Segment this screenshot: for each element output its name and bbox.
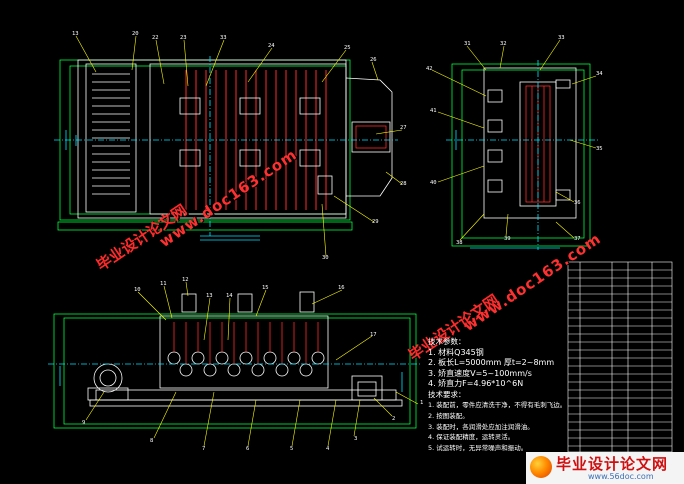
callout-label: 20 xyxy=(132,31,139,37)
notes-line: 3. 矫直速度V=5~100mm/s xyxy=(428,368,532,378)
callout-label: 23 xyxy=(180,35,187,41)
callout-label: 30 xyxy=(322,255,329,261)
callout-label: 31 xyxy=(464,41,471,47)
notes-line: 4. 矫直力F=4.96*10^6N xyxy=(428,379,524,388)
callout-label: 6 xyxy=(246,446,249,452)
front-view xyxy=(48,281,420,447)
callout-label: 28 xyxy=(400,181,407,187)
callout-label: 29 xyxy=(372,219,379,225)
notes-heading: 技术参数： xyxy=(428,337,466,346)
top-view xyxy=(54,35,403,257)
requirement-item: 1. 装配前，零件应清洗干净，不得有毛刺飞边。 xyxy=(428,401,567,409)
notes-line: 1. 材料Q345钢 xyxy=(428,347,484,357)
callout-label: 10 xyxy=(134,287,141,293)
callout-label: 24 xyxy=(268,43,275,49)
callout-label: 8 xyxy=(150,438,153,444)
callout-label: 35 xyxy=(596,146,603,152)
callout-label: 32 xyxy=(500,41,507,47)
callout-label: 36 xyxy=(574,200,581,206)
callout-label: 15 xyxy=(262,285,269,291)
callout-label: 33 xyxy=(558,35,565,41)
callout-label: 2 xyxy=(392,416,395,422)
requirements-heading: 技术要求： xyxy=(428,389,466,399)
callout-label: 12 xyxy=(182,277,189,283)
callout-label: 39 xyxy=(504,236,511,242)
callout-label: 34 xyxy=(596,71,603,77)
callout-label: 7 xyxy=(202,446,205,452)
callout-label: 33 xyxy=(220,35,227,41)
callout-label: 14 xyxy=(226,293,233,299)
callout-label: 17 xyxy=(370,332,377,338)
logo-url: www.56doc.com xyxy=(588,472,654,481)
callout-label: 13 xyxy=(206,293,213,299)
site-logo: 毕业设计论文网 www.56doc.com xyxy=(526,452,684,484)
callout-label: 26 xyxy=(370,57,377,63)
technical-notes: 技术参数： 1. 材料Q345钢 2. 板长L=5000mm 厚t=2~8mm … xyxy=(428,337,566,454)
callout-label: 41 xyxy=(430,108,437,114)
callout-label: 13 xyxy=(72,31,79,37)
requirement-item: 5. 试运转时，无异常噪声和振动。 xyxy=(428,444,528,453)
callout-label: 40 xyxy=(430,180,437,186)
callout-label: 22 xyxy=(152,35,159,41)
callout-label: 27 xyxy=(400,125,407,131)
notes-line: 2. 板长L=5000mm 厚t=2~8mm xyxy=(428,358,555,367)
callout-label: 11 xyxy=(160,281,167,287)
logo-mark-icon xyxy=(530,456,552,478)
callout-label: 25 xyxy=(344,45,351,51)
parts-list-table xyxy=(567,261,673,453)
callout-label: 9 xyxy=(82,420,85,426)
callout-label: 4 xyxy=(326,446,330,452)
logo-title: 毕业设计论文网 xyxy=(556,455,669,473)
requirement-item: 3. 装配时，各润滑处应加注润滑油。 xyxy=(428,422,534,431)
callout-label: 1 xyxy=(420,400,423,406)
requirement-item: 2. 按图装配。 xyxy=(428,411,469,420)
callout-label: 16 xyxy=(338,285,345,291)
callout-label: 5 xyxy=(290,446,293,452)
side-view xyxy=(431,39,600,250)
callout-label: 3 xyxy=(354,436,357,442)
callout-label: 38 xyxy=(456,240,463,246)
callout-label: 42 xyxy=(426,66,433,72)
callout-label: 37 xyxy=(574,236,581,242)
requirements-list: 1. 装配前，零件应清洗干净，不得有毛刺飞边。 2. 按图装配。 3. 装配时，… xyxy=(428,400,566,454)
requirement-item: 4. 保证装配精度，运转灵活。 xyxy=(428,433,515,442)
